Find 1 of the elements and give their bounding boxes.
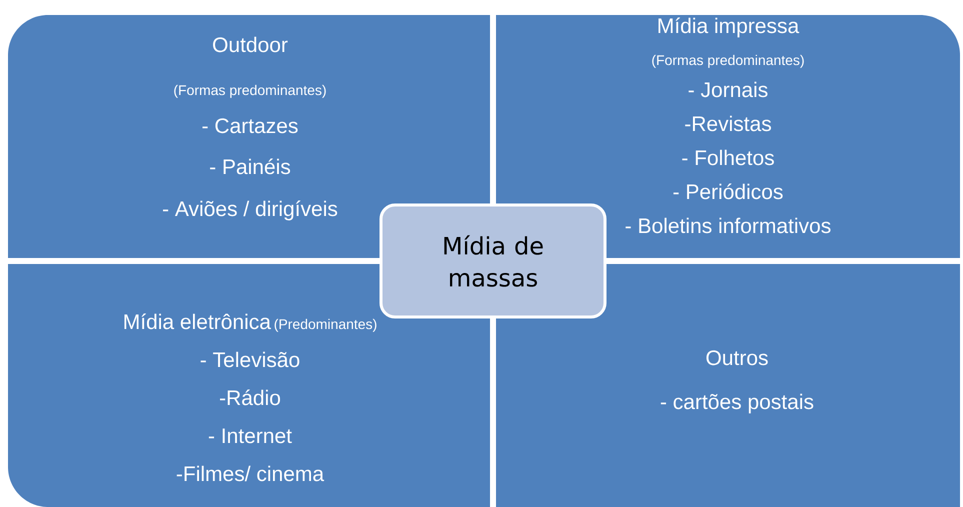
center-box: Mídia de massas	[380, 204, 606, 318]
